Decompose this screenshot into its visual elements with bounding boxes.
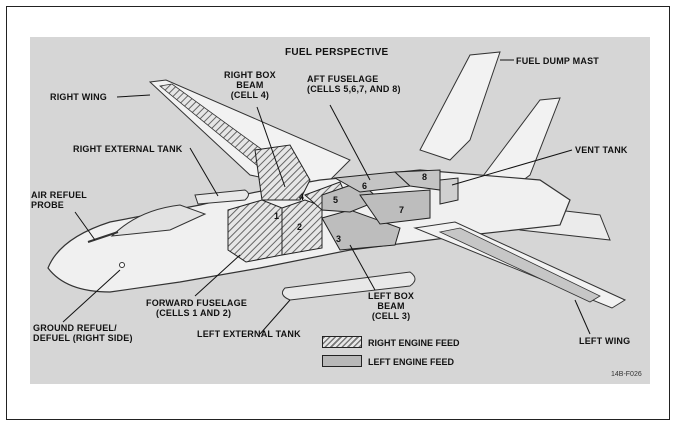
fuel-cell-4	[254, 144, 311, 201]
legend-left-engine-feed-swatch	[322, 355, 362, 367]
callout-right-external-tank: RIGHT EXTERNAL TANK	[73, 144, 183, 154]
callout-aft-fuselage-line-1: AFT FUSELAGE	[307, 74, 379, 84]
air-refuel-probe-shape	[87, 231, 119, 243]
callout-right-wing: RIGHT WING	[50, 92, 107, 102]
cell-label-3: 3	[336, 234, 342, 244]
callout-air-refuel-probe: AIR REFUEL PROBE	[31, 190, 87, 210]
callout-left-external-tank: LEFT EXTERNAL TANK	[197, 329, 301, 339]
right-vertical-tail	[419, 51, 501, 161]
callout-right-box-beam: RIGHT BOX BEAM (CELL 4)	[224, 70, 276, 100]
cell-label-4: 4	[299, 192, 305, 202]
callout-aft-fuselage-line-2: (CELLS 5,6,7, AND 8)	[307, 84, 401, 94]
cell-label-6: 6	[362, 181, 368, 191]
callout-left-box-beam-line-2: BEAM	[377, 301, 405, 311]
left-external-tank-shape	[281, 271, 416, 301]
diagram-title: FUEL PERSPECTIVE	[285, 47, 389, 58]
vent-tank-shape	[439, 177, 459, 205]
callout-forward-fuselage-line-2: (CELLS 1 AND 2)	[156, 308, 232, 318]
callout-vent-tank: VENT TANK	[575, 145, 628, 155]
callout-left-wing: LEFT WING	[579, 336, 631, 346]
cell-label-8: 8	[422, 172, 428, 182]
left-wing-tank	[438, 227, 601, 303]
callout-ground-refuel-line-2: DEFUEL (RIGHT SIDE)	[33, 333, 133, 343]
figure-id: 14B-F026	[611, 371, 642, 378]
callout-left-box-beam-line-1: LEFT BOX	[368, 291, 415, 301]
callout-right-box-beam-line-3: (CELL 4)	[230, 90, 270, 100]
leader-lines	[62, 59, 591, 335]
callout-ground-refuel: GROUND REFUEL/ DEFUEL (RIGHT SIDE)	[33, 323, 133, 343]
cell-label-1: 1	[274, 211, 280, 221]
callout-ground-refuel-line-1: GROUND REFUEL/	[33, 323, 117, 333]
cell-label-7: 7	[399, 205, 405, 215]
callout-left-box-beam-line-3: (CELL 3)	[371, 311, 411, 321]
fuel-cell-1	[227, 199, 283, 263]
cell-label-2: 2	[297, 222, 303, 232]
callout-air-refuel-probe-line-1: AIR REFUEL	[31, 190, 87, 200]
right-external-tank-shape	[194, 189, 249, 205]
fuel-cell-2	[281, 199, 323, 256]
legend-right-engine-feed-swatch	[322, 336, 362, 348]
ground-refuel-port	[119, 262, 125, 268]
callout-aft-fuselage: AFT FUSELAGE (CELLS 5,6,7, AND 8)	[307, 74, 401, 94]
callout-right-box-beam-line-1: RIGHT BOX	[224, 70, 276, 80]
fuel-cell-7	[359, 189, 431, 225]
callout-forward-fuselage-line-1: FORWARD FUSELAGE	[146, 298, 248, 308]
callout-fuel-dump-mast: FUEL DUMP MAST	[516, 56, 599, 66]
legend-left-engine-feed-label: LEFT ENGINE FEED	[368, 357, 455, 367]
canopy	[110, 204, 207, 237]
callout-air-refuel-probe-line-2: PROBE	[31, 200, 65, 210]
cell-label-5: 5	[333, 195, 339, 205]
callout-right-box-beam-line-2: BEAM	[236, 80, 264, 90]
callout-forward-fuselage: FORWARD FUSELAGE (CELLS 1 AND 2)	[146, 298, 247, 318]
legend-right-engine-feed-label: RIGHT ENGINE FEED	[368, 338, 460, 348]
callout-left-box-beam: LEFT BOX BEAM (CELL 3)	[368, 291, 414, 321]
